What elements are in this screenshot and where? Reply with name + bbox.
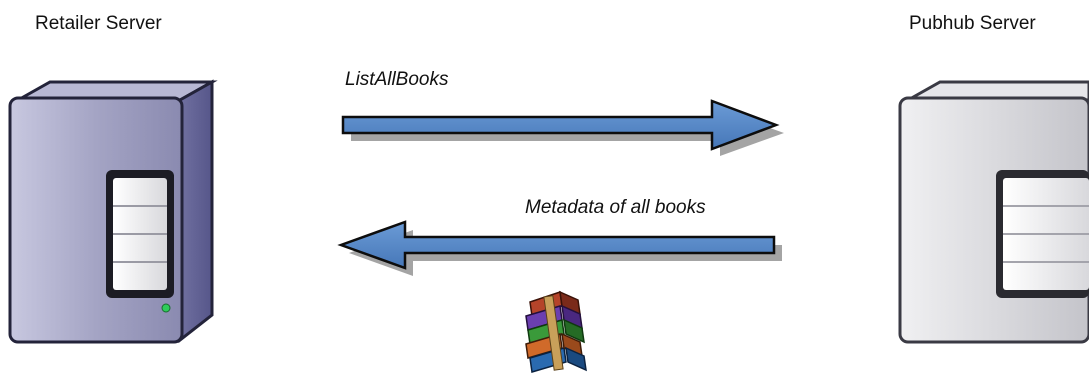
right-server-icon	[898, 80, 1089, 344]
books-archive-icon	[525, 290, 587, 373]
request-arrow	[341, 99, 784, 156]
retailer-server-label: Retailer Server	[35, 13, 162, 34]
left-server-icon	[8, 79, 218, 344]
pubhub-server-label: Pubhub Server	[909, 13, 1036, 34]
request-message-label: ListAllBooks	[345, 69, 449, 90]
response-arrow	[337, 220, 782, 276]
response-message-label: Metadata of all books	[525, 197, 706, 218]
